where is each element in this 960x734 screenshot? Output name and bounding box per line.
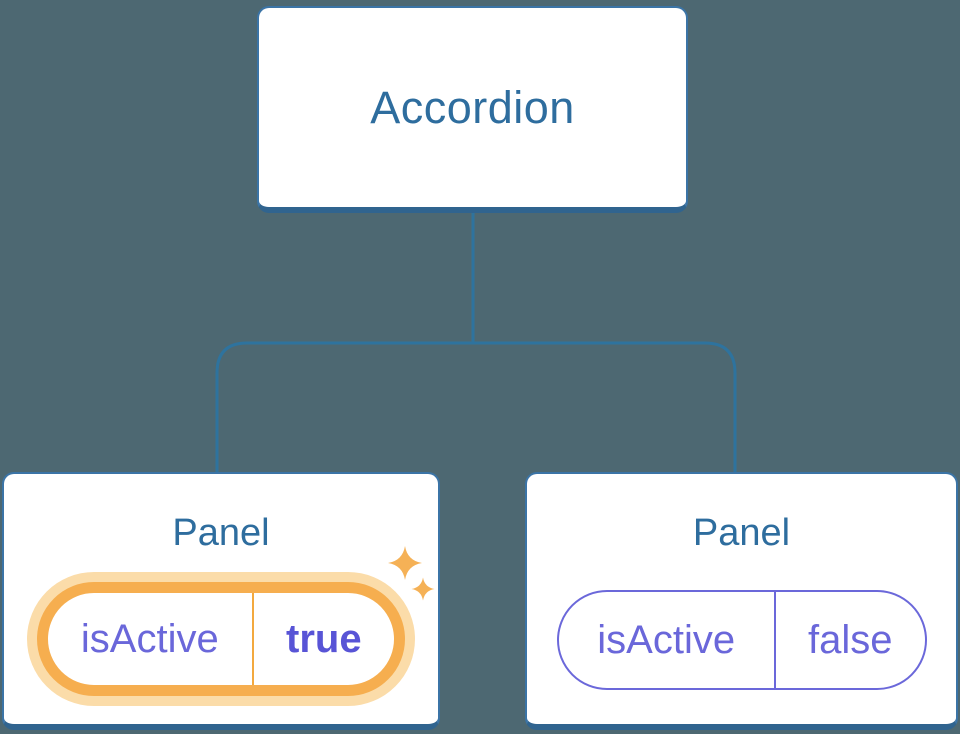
- state-name-label: isActive: [80, 616, 219, 661]
- accordion-node: Accordion: [257, 6, 688, 213]
- sparkles-icon: [388, 546, 435, 601]
- state-pill-active: isActive true: [37, 582, 405, 696]
- connector-branches: [215, 341, 737, 472]
- panel-title: Panel: [172, 512, 270, 554]
- panel-title: Panel: [692, 512, 791, 554]
- panel-node-inactive: Panel isActive false: [525, 472, 958, 730]
- panel-node-active: Panel isActive true: [2, 472, 440, 730]
- accordion-node-label: Accordion: [370, 81, 575, 133]
- state-name-label: isActive: [597, 617, 736, 662]
- state-value-label: true: [286, 616, 362, 661]
- pill-divider: [773, 592, 776, 688]
- state-pill-inactive: isActive false: [556, 590, 927, 690]
- pill-divider: [251, 593, 254, 685]
- state-value-label: false: [807, 617, 893, 662]
